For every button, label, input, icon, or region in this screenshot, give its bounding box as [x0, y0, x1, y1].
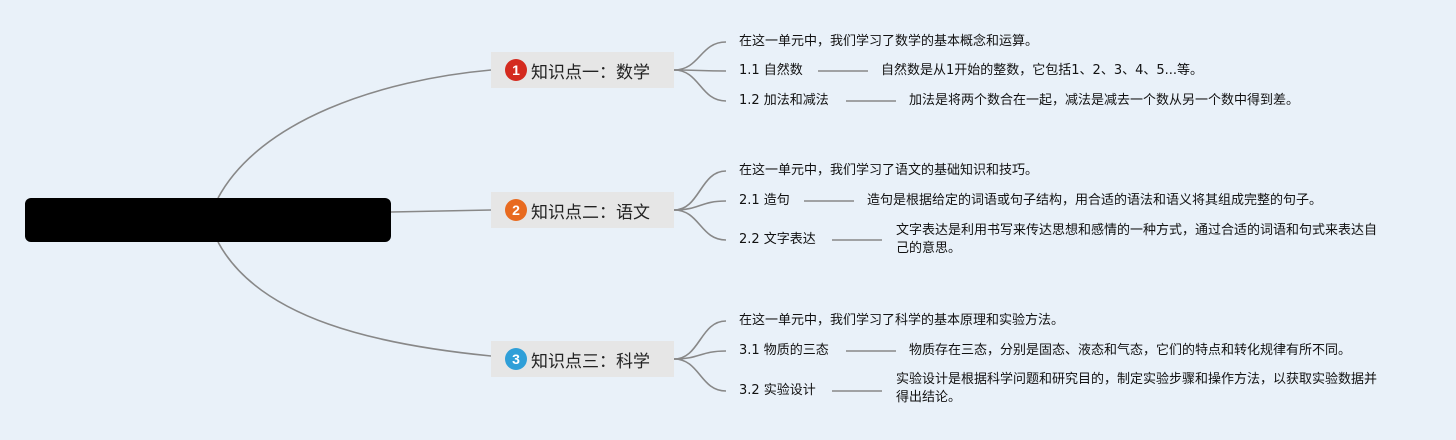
branch-3-leaf-3-line — [673, 358, 727, 392]
root-to-branch-1-line — [217, 69, 492, 199]
root-to-branch-2-line — [390, 209, 492, 213]
branch-2-leaf-2-line — [673, 200, 727, 211]
subtopic-label: 1.2 加法和减法 — [739, 93, 829, 108]
root-node[interactable] — [25, 198, 391, 242]
branch-1-leaf-1-line — [673, 41, 727, 71]
branch-title: 知识点三：科学 — [531, 351, 650, 372]
subtopic-description: 自然数是从1开始的整数，它包括1、2、3、4、5...等。 — [881, 63, 1204, 78]
branch-node-chinese[interactable]: 2 知识点二：语文 — [491, 192, 674, 228]
branch-2-leaf-3-line — [673, 209, 727, 241]
branch-title: 知识点一：数学 — [531, 62, 650, 83]
subtopic-label: 1.1 自然数 — [739, 63, 803, 78]
subtopic-label: 2.1 造句 — [739, 193, 790, 208]
subtopic-label: 2.2 文字表达 — [739, 232, 816, 247]
subtopic-label: 3.2 实验设计 — [739, 383, 816, 398]
branch-1-leaf-3-line — [673, 69, 727, 102]
branch-3-leaf-2-line — [673, 350, 727, 360]
subtopic-description: 造句是根据给定的词语或句子结构，用合适的语法和语义将其组成完整的句子。 — [867, 193, 1323, 208]
branch-node-math[interactable]: 1 知识点一：数学 — [491, 52, 674, 88]
branch-title: 知识点二：语文 — [531, 202, 650, 223]
subtopic-description: 加法是将两个数合在一起，减法是减去一个数从另一个数中得到差。 — [909, 93, 1300, 108]
subtopic-description: 实验设计是根据科学问题和研究目的，制定实验步骤和操作方法，以获取实验数据并得出结… — [896, 372, 1378, 405]
subtopic-label: 3.1 物质的三态 — [739, 343, 829, 358]
branch-node-science[interactable]: 3 知识点三：科学 — [491, 341, 674, 377]
number-badge-icon: 3 — [505, 348, 527, 370]
subtopic-description: 物质存在三态，分别是固态、液态和气态，它们的特点和转化规律有所不同。 — [909, 343, 1352, 358]
number-badge-icon: 2 — [505, 199, 527, 221]
branch-intro: 在这一单元中，我们学习了数学的基本概念和运算。 — [739, 34, 1039, 49]
branch-2-leaf-1-line — [673, 170, 727, 211]
branch-3-leaf-1-line — [673, 320, 727, 360]
branch-intro: 在这一单元中，我们学习了语文的基础知识和技巧。 — [739, 163, 1039, 178]
subtopic-description: 文字表达是利用书写来传达思想和感情的一种方式，通过合适的词语和句式来表达自己的意… — [896, 223, 1378, 256]
root-to-branch-3-line — [217, 241, 492, 357]
branch-intro: 在这一单元中，我们学习了科学的基本原理和实验方法。 — [739, 313, 1065, 328]
number-badge-icon: 1 — [505, 59, 527, 81]
